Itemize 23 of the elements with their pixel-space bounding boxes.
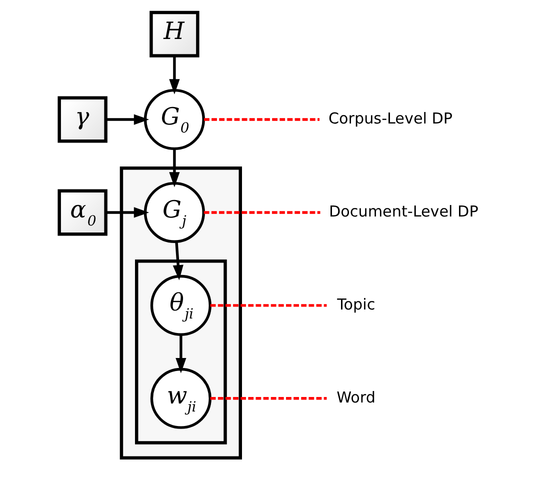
- arrow: [106, 114, 150, 125]
- node-box: H: [150, 10, 200, 58]
- connector: [204, 118, 320, 121]
- node-circle: w$_{ji}$: [150, 368, 212, 429]
- cluster: [120, 166, 242, 460]
- arrow: [106, 207, 150, 218]
- node-circle: θ$_{ji}$: [150, 274, 212, 336]
- cluster: [134, 260, 227, 444]
- node-text: Word: [336, 388, 376, 406]
- connector: [210, 304, 327, 307]
- node-text: Document-Level DP: [329, 202, 478, 220]
- arrow: [172, 242, 184, 280]
- connector: [210, 397, 327, 400]
- arrow: [169, 56, 180, 94]
- node-box: γ: [58, 96, 108, 143]
- node-text: Topic: [337, 295, 376, 314]
- arrow: [169, 148, 180, 188]
- arrow: [176, 334, 186, 374]
- node-text: Corpus-Level DP: [328, 110, 453, 128]
- connector: [204, 211, 320, 214]
- node-box: α$_{0}$: [58, 189, 108, 236]
- node-circle: G$_{0}$: [144, 88, 205, 150]
- node-circle: G$_{j}$: [144, 182, 205, 243]
